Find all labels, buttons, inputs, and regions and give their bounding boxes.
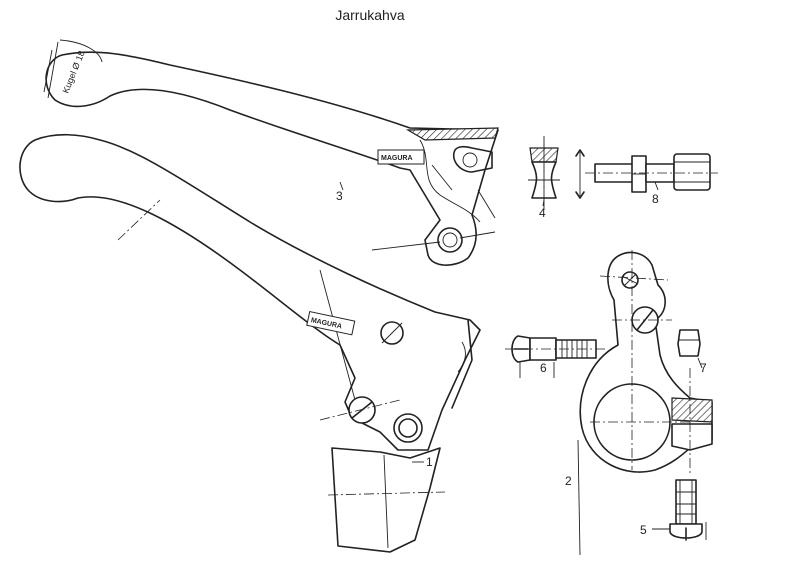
adjuster-barrel — [673, 153, 711, 191]
callout-7: 7 — [700, 361, 707, 375]
clamp-screw-shank — [675, 479, 697, 525]
bushing-detail: 4 — [528, 136, 560, 220]
brand-logo-upper-text: MAGURA — [381, 155, 413, 162]
callout-8: 8 — [652, 192, 659, 206]
lower-lever-bushing — [393, 413, 423, 443]
upper-lever-pivot-hole — [437, 227, 463, 253]
drawing-title: Jarrukahva — [335, 7, 405, 23]
callout-2: 2 — [565, 474, 572, 488]
callout-5: 5 — [640, 523, 647, 537]
clamp-screw: 5 — [640, 479, 707, 541]
handlebar-bracket: 2 — [565, 250, 713, 556]
upper-lever-hatched-edge — [405, 127, 499, 141]
callout-4: 4 — [539, 206, 546, 220]
pivot-pin: 6 — [505, 335, 608, 378]
upper-lever: Kugel Ø 18 MAGURA 3 — [43, 39, 499, 266]
lower-lever: MAGURA 1 — [19, 133, 481, 553]
callout-3: 3 — [336, 189, 343, 203]
brand-logo-upper — [377, 149, 425, 165]
callout-6: 6 — [540, 361, 547, 375]
callout-1: 1 — [426, 455, 433, 469]
adjuster-bolt: 8 — [575, 149, 718, 206]
brand-logo-lower — [306, 310, 356, 336]
locking-nut: 7 — [677, 329, 707, 375]
